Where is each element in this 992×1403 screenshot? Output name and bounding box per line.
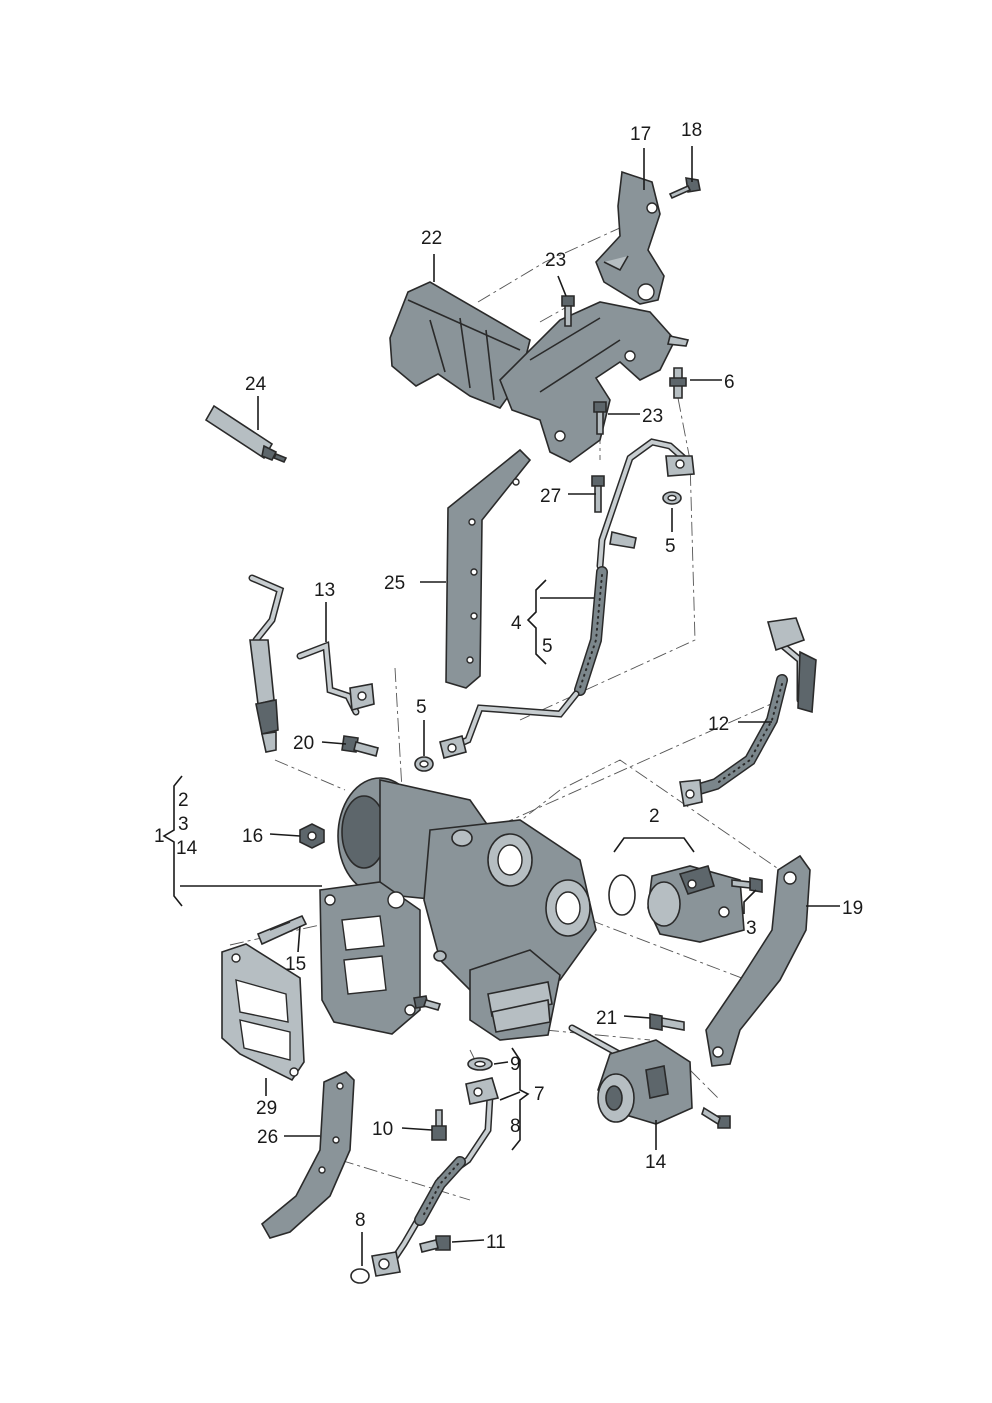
stud-6 — [669, 367, 687, 399]
callout-labels: 17 18 22 23 6 23 24 27 5 25 4 5 13 5 20 … — [154, 120, 863, 1253]
callout-17: 17 — [630, 124, 651, 145]
callout-14-brace: 14 — [176, 838, 198, 859]
callout-21: 21 — [596, 1008, 617, 1029]
callout-18: 18 — [681, 120, 702, 141]
heat-shield-plate-25 — [445, 448, 532, 689]
stud-15 — [256, 914, 308, 946]
callout-7: 7 — [534, 1084, 545, 1105]
callout-2-brace: 2 — [178, 790, 189, 811]
callout-24: 24 — [245, 374, 267, 395]
washer-8 — [350, 1268, 370, 1284]
screw-3 — [731, 877, 763, 893]
callout-3: 3 — [746, 918, 757, 939]
callout-9: 9 — [510, 1054, 521, 1075]
bolt-27 — [591, 475, 605, 513]
sealant-tube-24 — [204, 404, 288, 464]
bolt-23-upper — [561, 295, 575, 327]
bolt-10 — [431, 1109, 447, 1141]
bolt-23-lower — [593, 401, 607, 435]
callout-16: 16 — [242, 826, 263, 847]
callout-23-upper: 23 — [545, 250, 566, 271]
oil-pipe-7 — [371, 1077, 500, 1277]
hose-12 — [679, 617, 817, 807]
heat-shield-26 — [260, 1071, 355, 1239]
heat-shield-22 — [389, 281, 690, 463]
bracket-17 — [595, 170, 665, 305]
washer-5-lower — [414, 756, 434, 772]
callout-10: 10 — [372, 1119, 393, 1140]
callout-14: 14 — [645, 1152, 667, 1173]
bolt-20 — [341, 735, 379, 757]
callout-29: 29 — [256, 1098, 277, 1119]
washer-5-upper — [662, 491, 682, 505]
callout-22: 22 — [421, 228, 442, 249]
callout-20: 20 — [293, 733, 314, 754]
bolt-18 — [668, 177, 701, 200]
callout-5-brace: 5 — [542, 636, 553, 657]
callout-8: 8 — [355, 1210, 366, 1231]
bolt-21 — [649, 1013, 685, 1031]
brace-marks — [162, 579, 695, 1151]
callout-25: 25 — [384, 573, 405, 594]
callout-12: 12 — [708, 714, 729, 735]
callout-27: 27 — [540, 486, 561, 507]
bracket-19 — [705, 854, 811, 1067]
washer-9 — [467, 1057, 493, 1071]
callout-11: 11 — [486, 1232, 506, 1253]
callout-26: 26 — [257, 1127, 278, 1148]
turbocharger-1 — [319, 777, 597, 1041]
callout-3-brace: 3 — [178, 814, 189, 835]
callout-13: 13 — [314, 580, 335, 601]
oxygen-sensor — [248, 574, 285, 753]
callout-4: 4 — [511, 613, 522, 634]
callout-15: 15 — [285, 954, 306, 975]
callout-5-upper: 5 — [665, 536, 676, 557]
callout-2: 2 — [649, 806, 660, 827]
leader-lines — [180, 146, 840, 1266]
coolant-pipe-4 — [439, 438, 695, 759]
pipe-13 — [296, 641, 375, 716]
actuator-2 — [647, 865, 745, 943]
callout-1: 1 — [154, 826, 165, 847]
actuator-14 — [568, 1024, 731, 1129]
o-ring-2 — [608, 874, 636, 916]
bolt-11 — [419, 1235, 451, 1253]
gasket-29 — [221, 943, 305, 1082]
callout-19: 19 — [842, 898, 863, 919]
callout-5-lower: 5 — [416, 697, 427, 718]
callout-6: 6 — [724, 372, 735, 393]
callout-8-brace: 8 — [510, 1116, 521, 1137]
bolt-turbo-small — [413, 995, 442, 1011]
nut-16 — [299, 823, 325, 849]
callout-23-lower: 23 — [642, 406, 663, 427]
